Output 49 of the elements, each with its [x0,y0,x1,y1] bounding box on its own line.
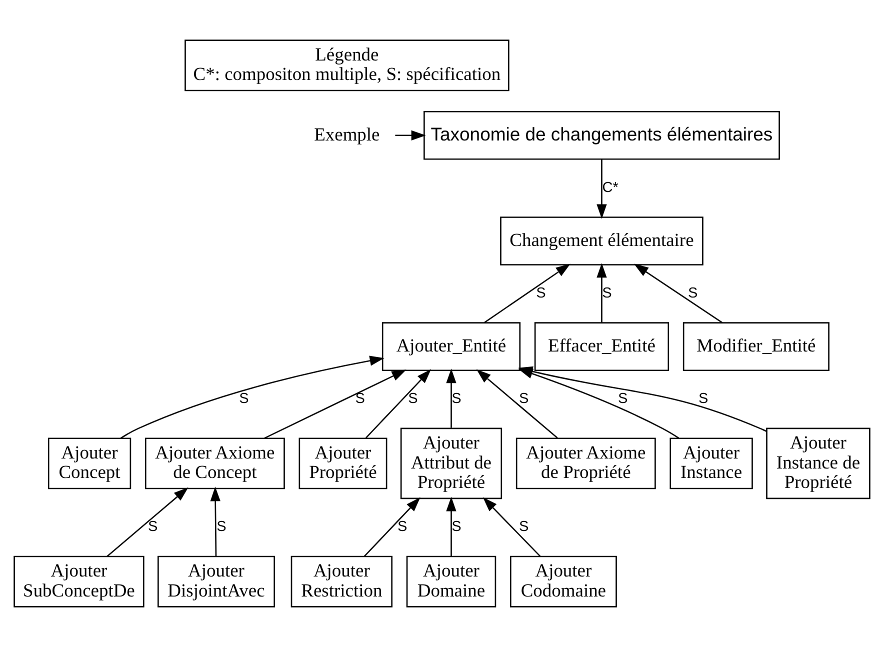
node-box: Changement élémentaire [500,216,703,265]
node-box: Ajouter_Entité [381,322,520,371]
edge-label: S [618,390,628,407]
arrow [210,486,220,556]
arrow [364,368,431,438]
edge-label: S [518,518,528,535]
node-box: Ajouter Codomaine [509,555,616,607]
edge-label: S [408,390,418,407]
arrow [596,262,606,322]
arrow [482,496,540,556]
arrow [264,369,406,438]
edge-label: S [238,390,248,407]
arrow [633,263,722,323]
node-box: Ajouter Instance [669,437,752,489]
arrow [483,263,570,323]
node-box: Modifier_Entité [682,322,829,371]
node-box: Ajouter Axiome de Propriété [515,437,656,489]
node-box: Ajouter Instance de Propriété [766,427,870,499]
edge-label: S [216,518,226,535]
edge-label: S [698,390,708,407]
edge-label: S [518,390,528,407]
arrow [446,368,456,428]
node-box: Ajouter Axiome de Concept [144,437,284,489]
edge-label: S [536,284,546,301]
node-box: Effacer_Entité [534,322,669,371]
arrow [596,159,606,218]
node-box: Taxonomie de changements élémentaires [423,110,780,160]
edge-label: S [602,284,612,301]
arrow [120,355,384,438]
node-box: Ajouter DisjointAvec [157,555,274,607]
node-box: Ajouter Domaine [406,555,496,607]
edge-label: S [397,518,407,535]
node-text: Exemple [314,124,380,144]
node-box: Légende C*: compositon multiple, S: spécification [184,39,509,91]
node-box: Ajouter Restriction [290,555,392,607]
node-box: Ajouter Concept [47,437,131,489]
edge-label: S [148,518,158,535]
arrow [446,496,456,556]
edge-label: S [687,284,698,301]
edge-label: S [354,390,364,407]
node-box: Ajouter Propriété [298,437,387,489]
node-box: Ajouter Attribut de Propriété [400,427,502,499]
edge-label: C* [602,179,618,196]
node-box: Ajouter SubConceptDe [13,555,144,607]
edge-label: S [451,518,461,535]
edge-label: S [451,390,461,407]
arrow [363,496,420,556]
arrow [394,130,426,140]
arrow [106,486,188,556]
